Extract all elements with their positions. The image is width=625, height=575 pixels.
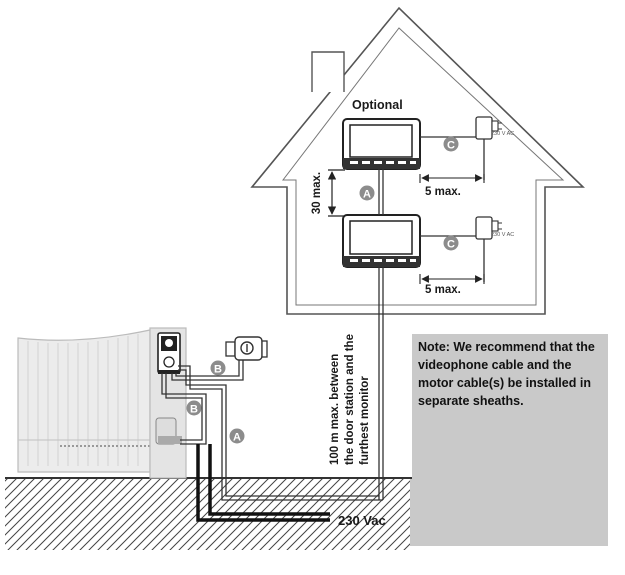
svg-text:A: A — [233, 432, 241, 444]
mains-cable — [196, 444, 330, 522]
plug-adapter-icon — [475, 116, 502, 140]
adapter-1-distance: 5 max. — [425, 186, 461, 198]
adapter-2-distance: 5 max. — [425, 284, 461, 296]
svg-text:100 m max. between: 100 m max. between — [329, 354, 341, 465]
svg-text:furthest monitor: furthest monitor — [359, 376, 371, 465]
svg-text:the door station and the: the door station and the — [344, 334, 356, 465]
marker-c-1: C — [443, 136, 459, 152]
marker-b-lock: B — [210, 360, 226, 376]
svg-text:C: C — [447, 239, 455, 251]
optional-label: Optional — [352, 98, 403, 112]
height-max-label: 30 max. — [311, 172, 323, 214]
marker-a-ground: A — [229, 428, 245, 444]
monitor-link-cable — [378, 169, 384, 215]
lock-icon — [225, 336, 268, 361]
svg-text:B: B — [190, 404, 198, 416]
svg-text:B: B — [214, 364, 222, 376]
cable-length-note: 100 m max. between the door station and … — [329, 334, 371, 465]
adapter-1-rating: 230 V AC — [491, 131, 514, 137]
marker-a-house: A — [359, 185, 375, 201]
adapter-2-dimension — [419, 274, 485, 284]
svg-text:C: C — [447, 140, 455, 152]
videophone-cable — [378, 267, 384, 500]
monitor-optional — [342, 118, 421, 170]
height-dimension — [327, 169, 345, 217]
svg-text:A: A — [363, 189, 371, 201]
adapter-2-rating: 230 V AC — [491, 232, 514, 238]
monitor-main — [342, 214, 421, 268]
lock-cable — [171, 360, 244, 381]
door-station — [157, 332, 181, 374]
adapter-1-dimension — [419, 174, 485, 183]
gate-motor — [155, 417, 182, 445]
door-to-monitor-cable — [178, 365, 383, 501]
plug-adapter-icon — [475, 216, 502, 240]
sheath-note: Note: We recommend that the videophone c… — [412, 334, 608, 546]
marker-c-2: C — [443, 235, 459, 251]
marker-b-motor: B — [186, 400, 202, 416]
mains-label: 230 Vac — [338, 513, 386, 528]
